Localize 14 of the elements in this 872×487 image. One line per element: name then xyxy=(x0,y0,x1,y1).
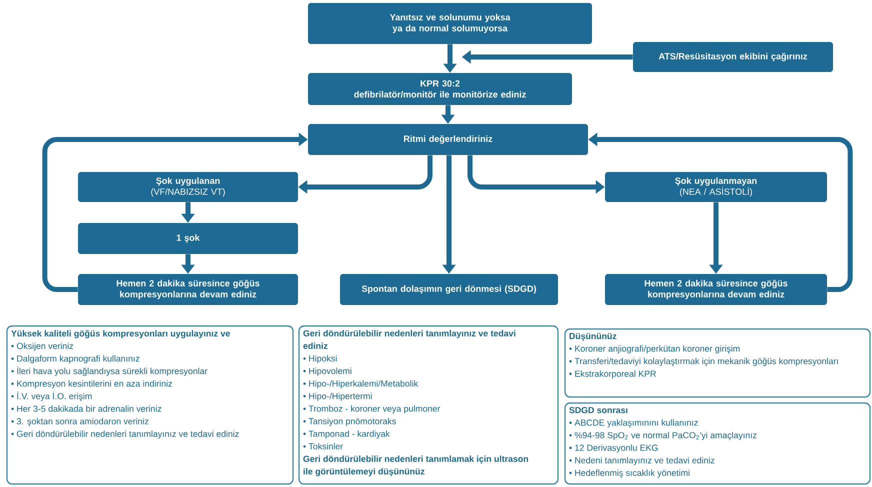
process-box: Hemen 2 dakika süresince göğüs kompresyonlarına devam ediniz xyxy=(605,274,827,305)
process-box: Şok uygulanmayan (NEA / ASİSTOLİ) xyxy=(605,172,827,202)
info-box: Yüksek kaliteli göğüs kompresyonları uygulayınız ve • Oksijen veriniz • Dalgaform kapnografi kullanınız • İleri hava yolu sağlandıysa sürekli kompresyonlar • Kompresyon kesintilerini en aza indiriniz • İ.V. veya İ.O. erişim • Her 3-5 dakikada bir adrenalin veriniz • 3. şoktan sonra amiodaron veriniz • Geri döndürülebilir nedenleri tanımlayınız ve tedavi ediniz xyxy=(6,325,294,485)
info-box: Düşününüz • Koroner anjiografi/perkütan koroner girişim • Transferi/tedaviyi kolaylaştırmak için mekanik göğüs kompresyonları • Ekstrakorporeal KPR xyxy=(564,328,871,398)
process-box: Şok uygulanan (VF/NABIZSIZ VT) xyxy=(78,172,298,202)
process-box: Ritmi değerlendiriniz xyxy=(308,124,588,155)
process-box: KPR 30:2 defibrilatör/monitör ile monitörize ediniz xyxy=(308,73,572,105)
process-box: Spontan dolaşımın geri dönmesi (SDGD) xyxy=(340,274,558,305)
process-box: 1 şok xyxy=(78,223,298,254)
process-box: Yanıtsız ve solunumu yoksa ya da normal solumuyorsa xyxy=(308,3,592,44)
info-box: Geri döndürülebilir nedenleri tanımlayınız ve tedavi ediniz • Hipoksi • Hipovolemi • Hipo-/Hiperkalemi/Metabolik • Hipo-/Hipertermi • Tromboz - koroner veya pulmoner • Tansiyon pnömotoraks • Tamponad - kardiyak • Toksinler Geri döndürülebilir nedenleri tanımlamak için ultrason ile görüntülemeyi düşününüz xyxy=(298,325,559,485)
process-box: Hemen 2 dakika süresince göğüs kompresyonlarına devam ediniz xyxy=(78,274,298,305)
process-box: ATS/Resüsitasyon ekibini çağırınız xyxy=(633,42,833,72)
info-box: SDGD sonrası • ABCDE yaklaşımınını kullanınız • %94-98 SpO$_{2}$ ve normal PaCO$_{2}$'yi amaçlayınız • 12 Derivasyonlu EKG • Nedeni tanımlayınız ve tedavi ediniz • Hedeflenmiş sıcaklık yönetimi xyxy=(564,402,871,485)
